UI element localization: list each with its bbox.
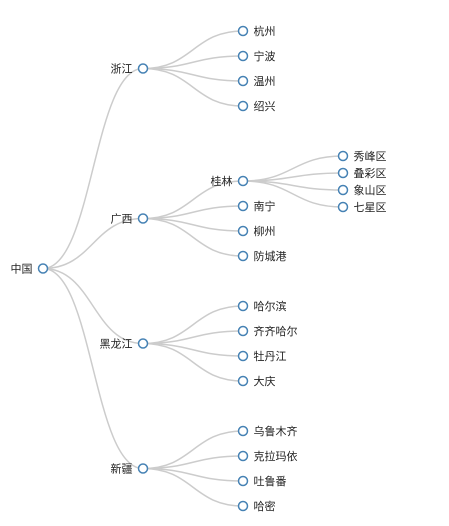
tree-node-label: 叠彩区	[354, 167, 387, 180]
tree-node-label: 克拉玛依	[254, 449, 298, 463]
tree-node[interactable]: 叠彩区	[337, 167, 387, 180]
tree-node-circle[interactable]	[337, 150, 349, 162]
tree-node-circle[interactable]	[337, 201, 349, 213]
tree-node-label: 乌鲁木齐	[254, 424, 298, 438]
tree-link	[242, 180, 344, 208]
tree-node-circle[interactable]	[237, 50, 249, 62]
tree-node-circle[interactable]	[237, 425, 249, 437]
tree-link	[142, 205, 244, 220]
tree-node[interactable]: 中国	[11, 262, 49, 275]
tree-node[interactable]: 新疆	[111, 461, 149, 475]
tree-node[interactable]: 吐鲁番	[237, 474, 287, 488]
tree-node-label: 齐齐哈尔	[254, 324, 298, 338]
tree-node-label: 广西	[111, 212, 133, 225]
tree-node-label: 宁波	[254, 49, 276, 63]
tree-link	[142, 30, 244, 70]
tree-node-circle[interactable]	[237, 25, 249, 37]
tree-link	[142, 305, 244, 345]
tree-node[interactable]: 桂林	[211, 174, 249, 188]
tree-node-circle[interactable]	[137, 213, 149, 224]
tree-node[interactable]: 哈密	[237, 499, 276, 513]
tree-link	[142, 330, 244, 345]
tree-node-label: 温州	[254, 75, 276, 88]
tree-node-label: 哈尔滨	[254, 299, 287, 313]
tree-link	[42, 267, 144, 345]
tree-node-circle[interactable]	[137, 63, 149, 74]
tree-node[interactable]: 秀峰区	[337, 150, 387, 163]
tree-node-label: 大庆	[254, 374, 276, 388]
tree-link	[142, 217, 244, 257]
tree-link	[42, 217, 144, 270]
tree-link	[42, 67, 144, 270]
tree-node[interactable]: 大庆	[237, 374, 276, 388]
tree-link	[142, 430, 244, 470]
tree-links	[42, 30, 344, 507]
tree-node-circle[interactable]	[237, 300, 249, 312]
tree-node[interactable]: 柳州	[237, 224, 276, 238]
tree-link	[142, 67, 244, 107]
tree-node-circle[interactable]	[337, 184, 349, 196]
tree-node-circle[interactable]	[137, 338, 149, 349]
tree-node-label: 黑龙江	[100, 337, 133, 350]
tree-node-label: 南宁	[254, 199, 276, 213]
tree-node[interactable]: 哈尔滨	[237, 299, 287, 313]
tree-node-label: 杭州	[254, 24, 276, 38]
tree-node-circle[interactable]	[37, 263, 49, 274]
tree-node-circle[interactable]	[237, 250, 249, 262]
tree-node-circle[interactable]	[237, 225, 249, 237]
tree-node[interactable]: 杭州	[237, 24, 276, 38]
tree-node-circle[interactable]	[237, 325, 249, 337]
tree-node[interactable]: 浙江	[111, 62, 149, 75]
tree-link	[142, 55, 244, 70]
tree-node-label: 中国	[11, 262, 33, 275]
tree-node-label: 浙江	[111, 62, 133, 75]
tree-node-circle[interactable]	[237, 475, 249, 487]
tree-node-label: 牡丹江	[254, 349, 287, 363]
tree-node-label: 绍兴	[254, 99, 276, 113]
tree-node-label: 秀峰区	[354, 150, 387, 163]
tree-node[interactable]: 绍兴	[237, 99, 276, 113]
tree-node[interactable]: 南宁	[237, 199, 276, 213]
tree-node-circle[interactable]	[137, 463, 149, 474]
tree-node-label: 象山区	[354, 184, 387, 197]
tree-node-label: 吐鲁番	[254, 474, 287, 488]
tree-link	[42, 267, 144, 470]
tree-node-circle[interactable]	[237, 500, 249, 512]
tree-node-label: 哈密	[254, 499, 276, 513]
tree-node[interactable]: 防城港	[237, 249, 287, 263]
tree-node-circle[interactable]	[237, 100, 249, 112]
tree-node-circle[interactable]	[237, 450, 249, 462]
tree-node[interactable]: 宁波	[237, 49, 276, 63]
tree-node-circle[interactable]	[237, 75, 249, 87]
tree-link	[142, 180, 244, 220]
tree-node[interactable]: 乌鲁木齐	[237, 424, 298, 438]
tree-node[interactable]: 克拉玛依	[237, 449, 298, 463]
tree-link	[142, 455, 244, 470]
tree-node-circle[interactable]	[337, 167, 349, 179]
tree-node-label: 七星区	[354, 201, 387, 214]
tree-node-label: 新疆	[111, 461, 133, 475]
tree-node[interactable]: 象山区	[337, 184, 387, 197]
tree-node-label: 防城港	[254, 249, 287, 263]
tree-node-label: 桂林	[211, 174, 233, 188]
tree-node-circle[interactable]	[237, 375, 249, 387]
tree-node[interactable]: 黑龙江	[100, 337, 149, 350]
tree-node-circle[interactable]	[237, 200, 249, 212]
tree-node[interactable]: 齐齐哈尔	[237, 324, 298, 338]
tree-link	[142, 467, 244, 507]
tree-node-circle[interactable]	[237, 175, 249, 187]
tree-link	[142, 342, 244, 382]
tree-node[interactable]: 七星区	[337, 201, 387, 214]
tree-node[interactable]: 牡丹江	[237, 349, 287, 363]
tree-node[interactable]: 温州	[237, 75, 276, 88]
tree-node-circle[interactable]	[237, 350, 249, 362]
tree-node-label: 柳州	[254, 224, 276, 238]
tree-node[interactable]: 广西	[111, 212, 149, 225]
